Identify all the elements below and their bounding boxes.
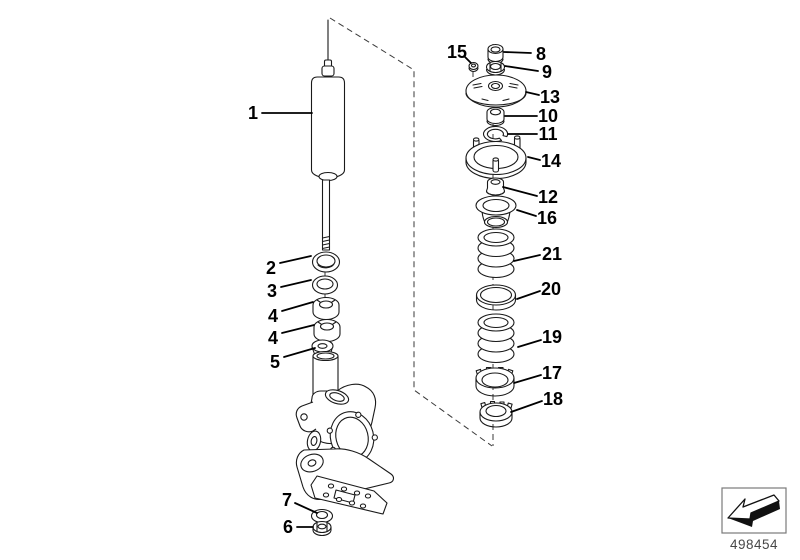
callout-17[interactable]: 17 bbox=[513, 363, 562, 384]
callout-4b[interactable]: 4 bbox=[268, 324, 315, 348]
callout-2[interactable]: 2 bbox=[266, 255, 312, 278]
callout-label[interactable]: 12 bbox=[538, 187, 558, 207]
callout-6[interactable]: 6 bbox=[283, 517, 314, 537]
callout-label[interactable]: 19 bbox=[542, 327, 562, 347]
part-20-spring-ring bbox=[475, 284, 517, 311]
callout-4a[interactable]: 4 bbox=[268, 301, 314, 326]
part-14-spring-plate bbox=[465, 135, 527, 180]
callout-19[interactable]: 19 bbox=[517, 327, 562, 348]
part-17-adjusting-ring bbox=[475, 366, 515, 397]
part-3-support-ring bbox=[311, 275, 339, 295]
part-15-screw bbox=[468, 61, 479, 73]
part-13-dome-cap bbox=[465, 74, 527, 108]
callout-8[interactable]: 8 bbox=[503, 44, 546, 64]
callout-label[interactable]: 9 bbox=[542, 62, 552, 82]
callout-label[interactable]: 18 bbox=[543, 389, 563, 409]
part-16-spring-cup bbox=[475, 195, 517, 229]
part-4-bushing-lower bbox=[313, 318, 341, 343]
part-10-bushing bbox=[486, 106, 505, 127]
callout-3[interactable]: 3 bbox=[267, 279, 312, 301]
callout-label[interactable]: 7 bbox=[282, 490, 292, 510]
part-19-coil-spring bbox=[477, 313, 515, 364]
callout-12[interactable]: 12 bbox=[502, 186, 558, 207]
callout-9[interactable]: 9 bbox=[504, 62, 552, 82]
callout-label[interactable]: 8 bbox=[536, 44, 546, 64]
callout-label[interactable]: 1 bbox=[248, 103, 258, 123]
callout-18[interactable]: 18 bbox=[510, 389, 563, 413]
callout-label[interactable]: 3 bbox=[267, 281, 277, 301]
callout-5[interactable]: 5 bbox=[270, 347, 316, 372]
part-18-ring-nut bbox=[479, 400, 513, 428]
direction-of-travel-arrow-icon bbox=[727, 494, 780, 527]
callout-label[interactable]: 14 bbox=[541, 151, 561, 171]
callout-15[interactable]: 15 bbox=[447, 42, 472, 64]
part-2-washer-ring bbox=[311, 251, 341, 273]
callout-label[interactable]: 13 bbox=[540, 87, 560, 107]
footer-stamp: 498454 bbox=[721, 487, 787, 552]
part-21-auxiliary-spring bbox=[477, 228, 515, 279]
diagram-code: 498454 bbox=[730, 537, 778, 552]
part-4-bushing-upper bbox=[312, 296, 340, 321]
callout-7[interactable]: 7 bbox=[282, 490, 318, 514]
callout-14[interactable]: 14 bbox=[527, 151, 561, 171]
callout-label[interactable]: 11 bbox=[538, 124, 557, 144]
callout-label[interactable]: 20 bbox=[541, 279, 561, 299]
callout-label[interactable]: 5 bbox=[270, 352, 280, 372]
callout-label[interactable]: 4 bbox=[268, 328, 278, 348]
part-1-shock-absorber bbox=[310, 19, 346, 251]
part-8-cap-nut bbox=[487, 43, 504, 65]
callout-label[interactable]: 21 bbox=[542, 244, 562, 264]
callout-16[interactable]: 16 bbox=[516, 208, 557, 228]
assembly-axis-lines bbox=[324, 17, 494, 447]
callout-label[interactable]: 10 bbox=[538, 106, 558, 126]
callout-20[interactable]: 20 bbox=[516, 279, 561, 300]
callout-1[interactable]: 1 bbox=[248, 103, 313, 123]
lower-fork-casting bbox=[295, 383, 394, 515]
callout-10[interactable]: 10 bbox=[504, 106, 558, 126]
callout-label[interactable]: 2 bbox=[266, 258, 276, 278]
part-6-nut bbox=[312, 520, 332, 537]
callout-label[interactable]: 6 bbox=[283, 517, 293, 537]
callout-label[interactable]: 16 bbox=[537, 208, 557, 228]
callout-label[interactable]: 15 bbox=[447, 42, 467, 62]
callout-13[interactable]: 13 bbox=[525, 87, 560, 107]
callout-label[interactable]: 4 bbox=[268, 306, 278, 326]
part-12-sleeve bbox=[485, 177, 506, 196]
part-11-snap-ring bbox=[483, 125, 509, 143]
callout-21[interactable]: 21 bbox=[513, 244, 562, 264]
callout-label[interactable]: 17 bbox=[542, 363, 562, 383]
callout-11[interactable]: 11 bbox=[507, 124, 558, 144]
part-9-lock-washer bbox=[485, 60, 506, 76]
